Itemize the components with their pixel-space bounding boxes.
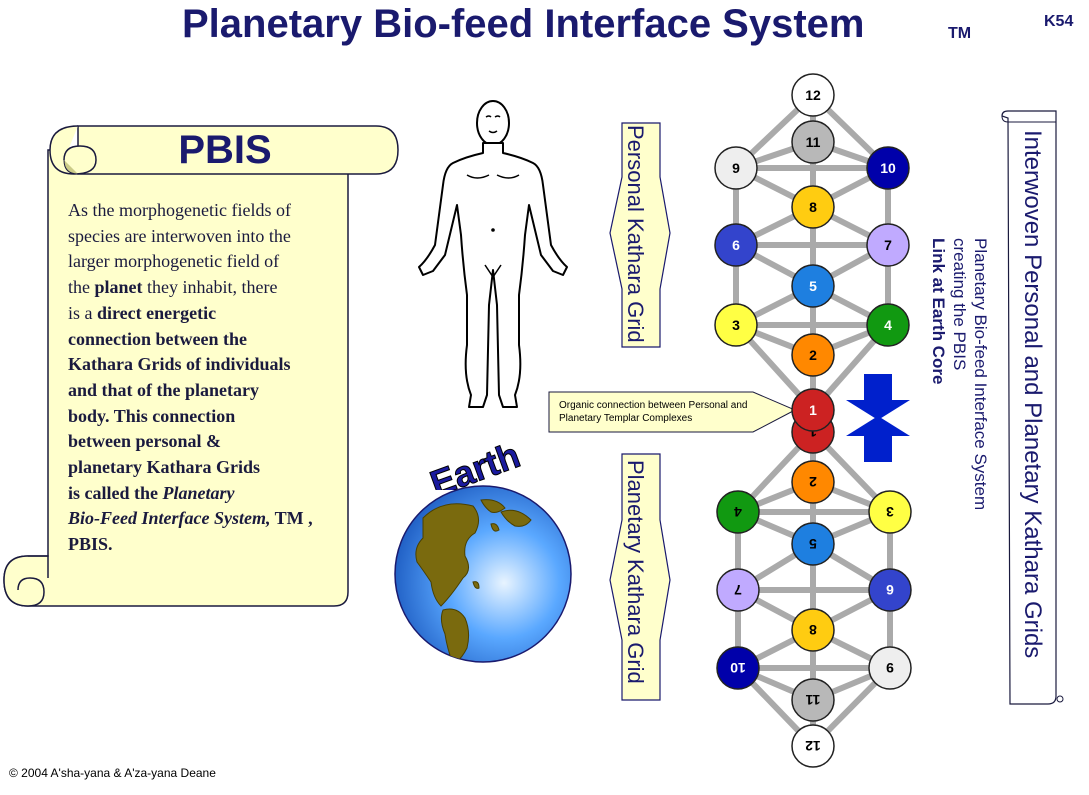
planetary-node-label: 8 (809, 622, 817, 638)
scroll-text-line: Kathara Grids of individuals (68, 354, 291, 375)
planetary-node-11: 11 (791, 678, 835, 722)
planetary-node-6: 6 (868, 568, 912, 612)
personal-node-label: 9 (732, 160, 740, 176)
personal-node-11: 11 (791, 120, 835, 164)
page-code: K54 (1044, 13, 1074, 30)
personal-node-label: 6 (732, 237, 740, 253)
scroll-text-line: body. This connection (68, 405, 236, 426)
planetary-node-10: 10 (716, 646, 760, 690)
personal-node-2: 2 (791, 333, 835, 377)
personal-node-6: 6 (714, 223, 758, 267)
link-system-label: Planetary Bio-feed Interface System (971, 238, 990, 511)
trademark-mark: TM (948, 25, 972, 42)
link-at-earth-core-block: Link at Earth Core creating the PBIS Pla… (928, 238, 990, 510)
planetary-node-12: 12 (791, 724, 835, 768)
scroll-title: PBIS (178, 128, 272, 172)
personal-node-label: 4 (884, 317, 892, 333)
personal-node-label: 11 (806, 134, 821, 150)
scroll-text-line: planetary Kathara Grids (68, 457, 260, 478)
scroll-text-line: Bio-Feed Interface System, TM , (68, 508, 313, 529)
planetary-node-label: 4 (734, 504, 742, 520)
personal-node-label: 5 (809, 278, 817, 294)
planetary-node-label: 5 (809, 536, 817, 552)
interwoven-grids-label: Interwoven Personal and Planetary Kathar… (1019, 130, 1046, 659)
scroll-bottom-curl (3, 555, 45, 607)
personal-grid-arrow (609, 122, 671, 348)
scroll-text-line: between personal & (68, 431, 221, 452)
planetary-node-label: 1 (809, 424, 817, 440)
personal-node-12: 12 (791, 73, 835, 117)
link-arrows-icon (846, 374, 910, 462)
link-core-label: Link at Earth Core (929, 238, 948, 385)
personal-node-8: 8 (791, 185, 835, 229)
interwoven-scroll (1001, 110, 1064, 705)
planetary-node-3: 3 (868, 490, 912, 534)
scroll-text-line: PBIS. (68, 534, 113, 555)
personal-node-3: 3 (714, 303, 758, 347)
planetary-node-label: 11 (805, 692, 820, 708)
personal-node-label: 10 (880, 160, 896, 176)
page-title: Planetary Bio-feed Interface System (182, 2, 865, 46)
organic-connection-callout (548, 391, 797, 433)
human-figure-icon (418, 100, 568, 408)
scroll-text-line: the planet they inhabit, there (68, 277, 278, 298)
personal-node-1: 1 (791, 388, 835, 432)
personal-grid-label: Personal Kathara Grid (623, 125, 648, 343)
planetary-node-7: 7 (716, 568, 760, 612)
link-creating-label: creating the PBIS (950, 238, 969, 371)
scroll-banner (77, 125, 399, 175)
planetary-node-8: 8 (791, 608, 835, 652)
planetary-node-label: 6 (886, 582, 894, 598)
scroll-text-line: and that of the planetary (68, 379, 260, 400)
planetary-node-label: 7 (734, 582, 742, 598)
planetary-node-label: 2 (809, 474, 817, 490)
earth-label: Earth (424, 434, 526, 490)
planetary-node-label: 3 (886, 504, 894, 520)
planetary-node-4: 4 (716, 490, 760, 534)
planetary-node-2: 2 (791, 460, 835, 504)
planetary-node-label: 12 (805, 738, 821, 754)
scroll-text-line: As the morphogenetic fields of (68, 200, 291, 220)
scroll-text-line: larger morphogenetic field of (68, 251, 280, 272)
personal-node-7: 7 (866, 223, 910, 267)
scroll-text-line: connection between the (68, 328, 247, 349)
earth-globe-icon (394, 485, 572, 663)
scroll-paragraph: As the morphogenetic fields of species ar… (68, 198, 348, 558)
personal-node-label: 2 (809, 347, 817, 363)
personal-node-label: 3 (732, 317, 740, 333)
planetary-node-label: 10 (730, 660, 746, 676)
scroll-text-line: is a direct energetic (68, 302, 217, 323)
personal-node-10: 10 (866, 146, 910, 190)
scroll-text-line: species are interwoven into the (68, 225, 291, 246)
scroll-text-line: is called the Planetary (68, 482, 235, 503)
planetary-node-9: 9 (868, 646, 912, 690)
personal-node-label: 8 (809, 199, 817, 215)
planetary-node-5: 5 (791, 522, 835, 566)
personal-node-4: 4 (866, 303, 910, 347)
organic-connection-text: Organic connection between Personal and … (559, 400, 748, 424)
personal-node-label: 1 (809, 402, 817, 418)
copyright-footer: © 2004 A'sha-yana & A'za-yana Deane (9, 766, 216, 780)
planetary-grid-arrow (609, 453, 671, 701)
personal-node-9: 9 (714, 146, 758, 190)
personal-node-label: 7 (884, 237, 892, 253)
personal-node-label: 12 (805, 87, 821, 103)
scroll-graphic (3, 125, 399, 607)
scroll-top-curl (49, 125, 97, 175)
personal-node-5: 5 (791, 264, 835, 308)
planetary-node-label: 9 (886, 660, 894, 676)
planetary-grid-label: Planetary Kathara Grid (623, 460, 648, 684)
